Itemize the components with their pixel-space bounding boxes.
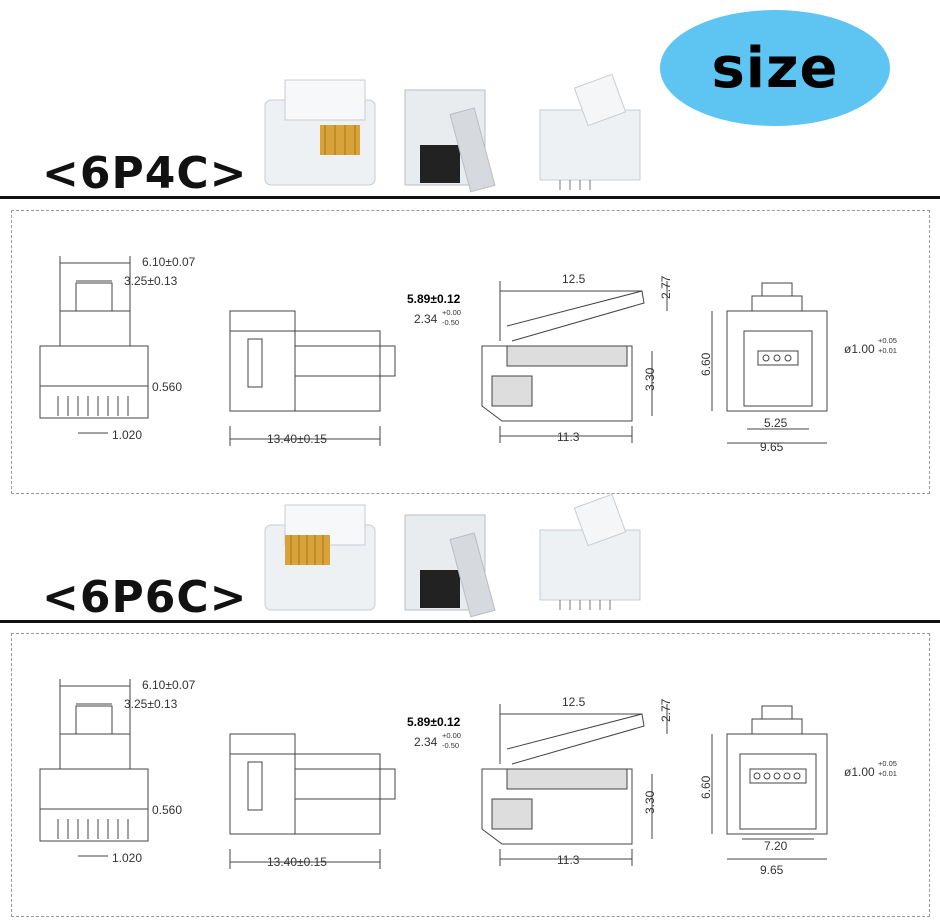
dim-hole-plus: +0.05 <box>878 759 897 768</box>
dim-hole-minus: +0.01 <box>878 346 897 355</box>
dim-body-length: 11.3 <box>557 430 580 444</box>
dim-face-height: 6.60 <box>699 775 713 799</box>
dim-length: 13.40±0.15 <box>267 855 327 869</box>
plug-photo-top <box>539 73 641 190</box>
product-photos-6p4c <box>264 73 641 193</box>
size-badge-label: size <box>711 35 839 101</box>
dim-pin-pitch: 1.020 <box>112 851 142 865</box>
dim-latch-height: 2.77 <box>659 698 673 722</box>
dim-latch-height: 2.77 <box>659 275 673 299</box>
dim-inner-width: 5.25 <box>764 416 788 430</box>
dim-front-latch-width: 3.25±0.13 <box>124 274 178 288</box>
dim-front-width: 6.10±0.07 <box>142 678 196 692</box>
plug-photo-top <box>539 493 641 610</box>
dim-top-length: 12.5 <box>562 272 586 286</box>
dim-tolerance-minus: -0.50 <box>442 318 459 327</box>
dim-height: 5.89±0.12 <box>407 715 461 729</box>
dim-inner-width: 7.20 <box>764 839 788 853</box>
dimension-drawing-6p4c: 6.10±0.07 3.25±0.13 0.560 1.020 13.40±0.… <box>39 255 897 454</box>
dim-top-length: 12.5 <box>562 695 586 709</box>
section-heading-6p4c: <6P4C> <box>42 148 248 199</box>
dim-pin-gap: 0.560 <box>152 803 182 817</box>
dim-pin-gap: 0.560 <box>152 380 182 394</box>
dim-tolerance-plus: +0.00 <box>442 308 461 317</box>
dim-hole-minus: +0.01 <box>878 769 897 778</box>
size-badge: size <box>660 10 890 126</box>
dim-tolerance-plus: +0.00 <box>442 731 461 740</box>
dimension-drawing-panel-6p4c: 6.10±0.07 3.25±0.13 0.560 1.020 13.40±0.… <box>11 210 930 494</box>
dim-tolerance: 2.34 <box>414 312 438 326</box>
section-divider <box>0 620 940 623</box>
dim-tolerance: 2.34 <box>414 735 438 749</box>
plug-photo-angled <box>264 79 376 186</box>
dim-body-length: 11.3 <box>557 853 580 867</box>
dim-tolerance-minus: -0.50 <box>442 741 459 750</box>
plug-photo-side <box>404 89 496 193</box>
dim-body-height: 3.30 <box>643 367 657 391</box>
dim-hole-plus: +0.05 <box>878 336 897 345</box>
section-divider <box>0 196 940 199</box>
dimension-drawing-6p6c: 6.10±0.07 3.25±0.13 0.560 1.020 13.40±0.… <box>39 678 897 877</box>
plug-photo-angled <box>264 504 376 611</box>
dim-front-width: 6.10±0.07 <box>142 255 196 269</box>
dim-hole-diameter: ø1.00 <box>844 342 875 356</box>
dim-front-latch-width: 3.25±0.13 <box>124 697 178 711</box>
dim-hole-diameter: ø1.00 <box>844 765 875 779</box>
dimension-drawing-panel-6p6c: 6.10±0.07 3.25±0.13 0.560 1.020 13.40±0.… <box>11 633 930 917</box>
dim-body-height: 3.30 <box>643 790 657 814</box>
dim-height: 5.89±0.12 <box>407 292 461 306</box>
product-photos-6p6c <box>264 493 641 618</box>
section-heading-6p6c: <6P6C> <box>42 572 248 623</box>
dim-pin-pitch: 1.020 <box>112 428 142 442</box>
dim-outer-width: 9.65 <box>760 863 784 877</box>
dim-face-height: 6.60 <box>699 352 713 376</box>
dim-length: 13.40±0.15 <box>267 432 327 446</box>
plug-photo-side <box>404 514 496 618</box>
dim-outer-width: 9.65 <box>760 440 784 454</box>
